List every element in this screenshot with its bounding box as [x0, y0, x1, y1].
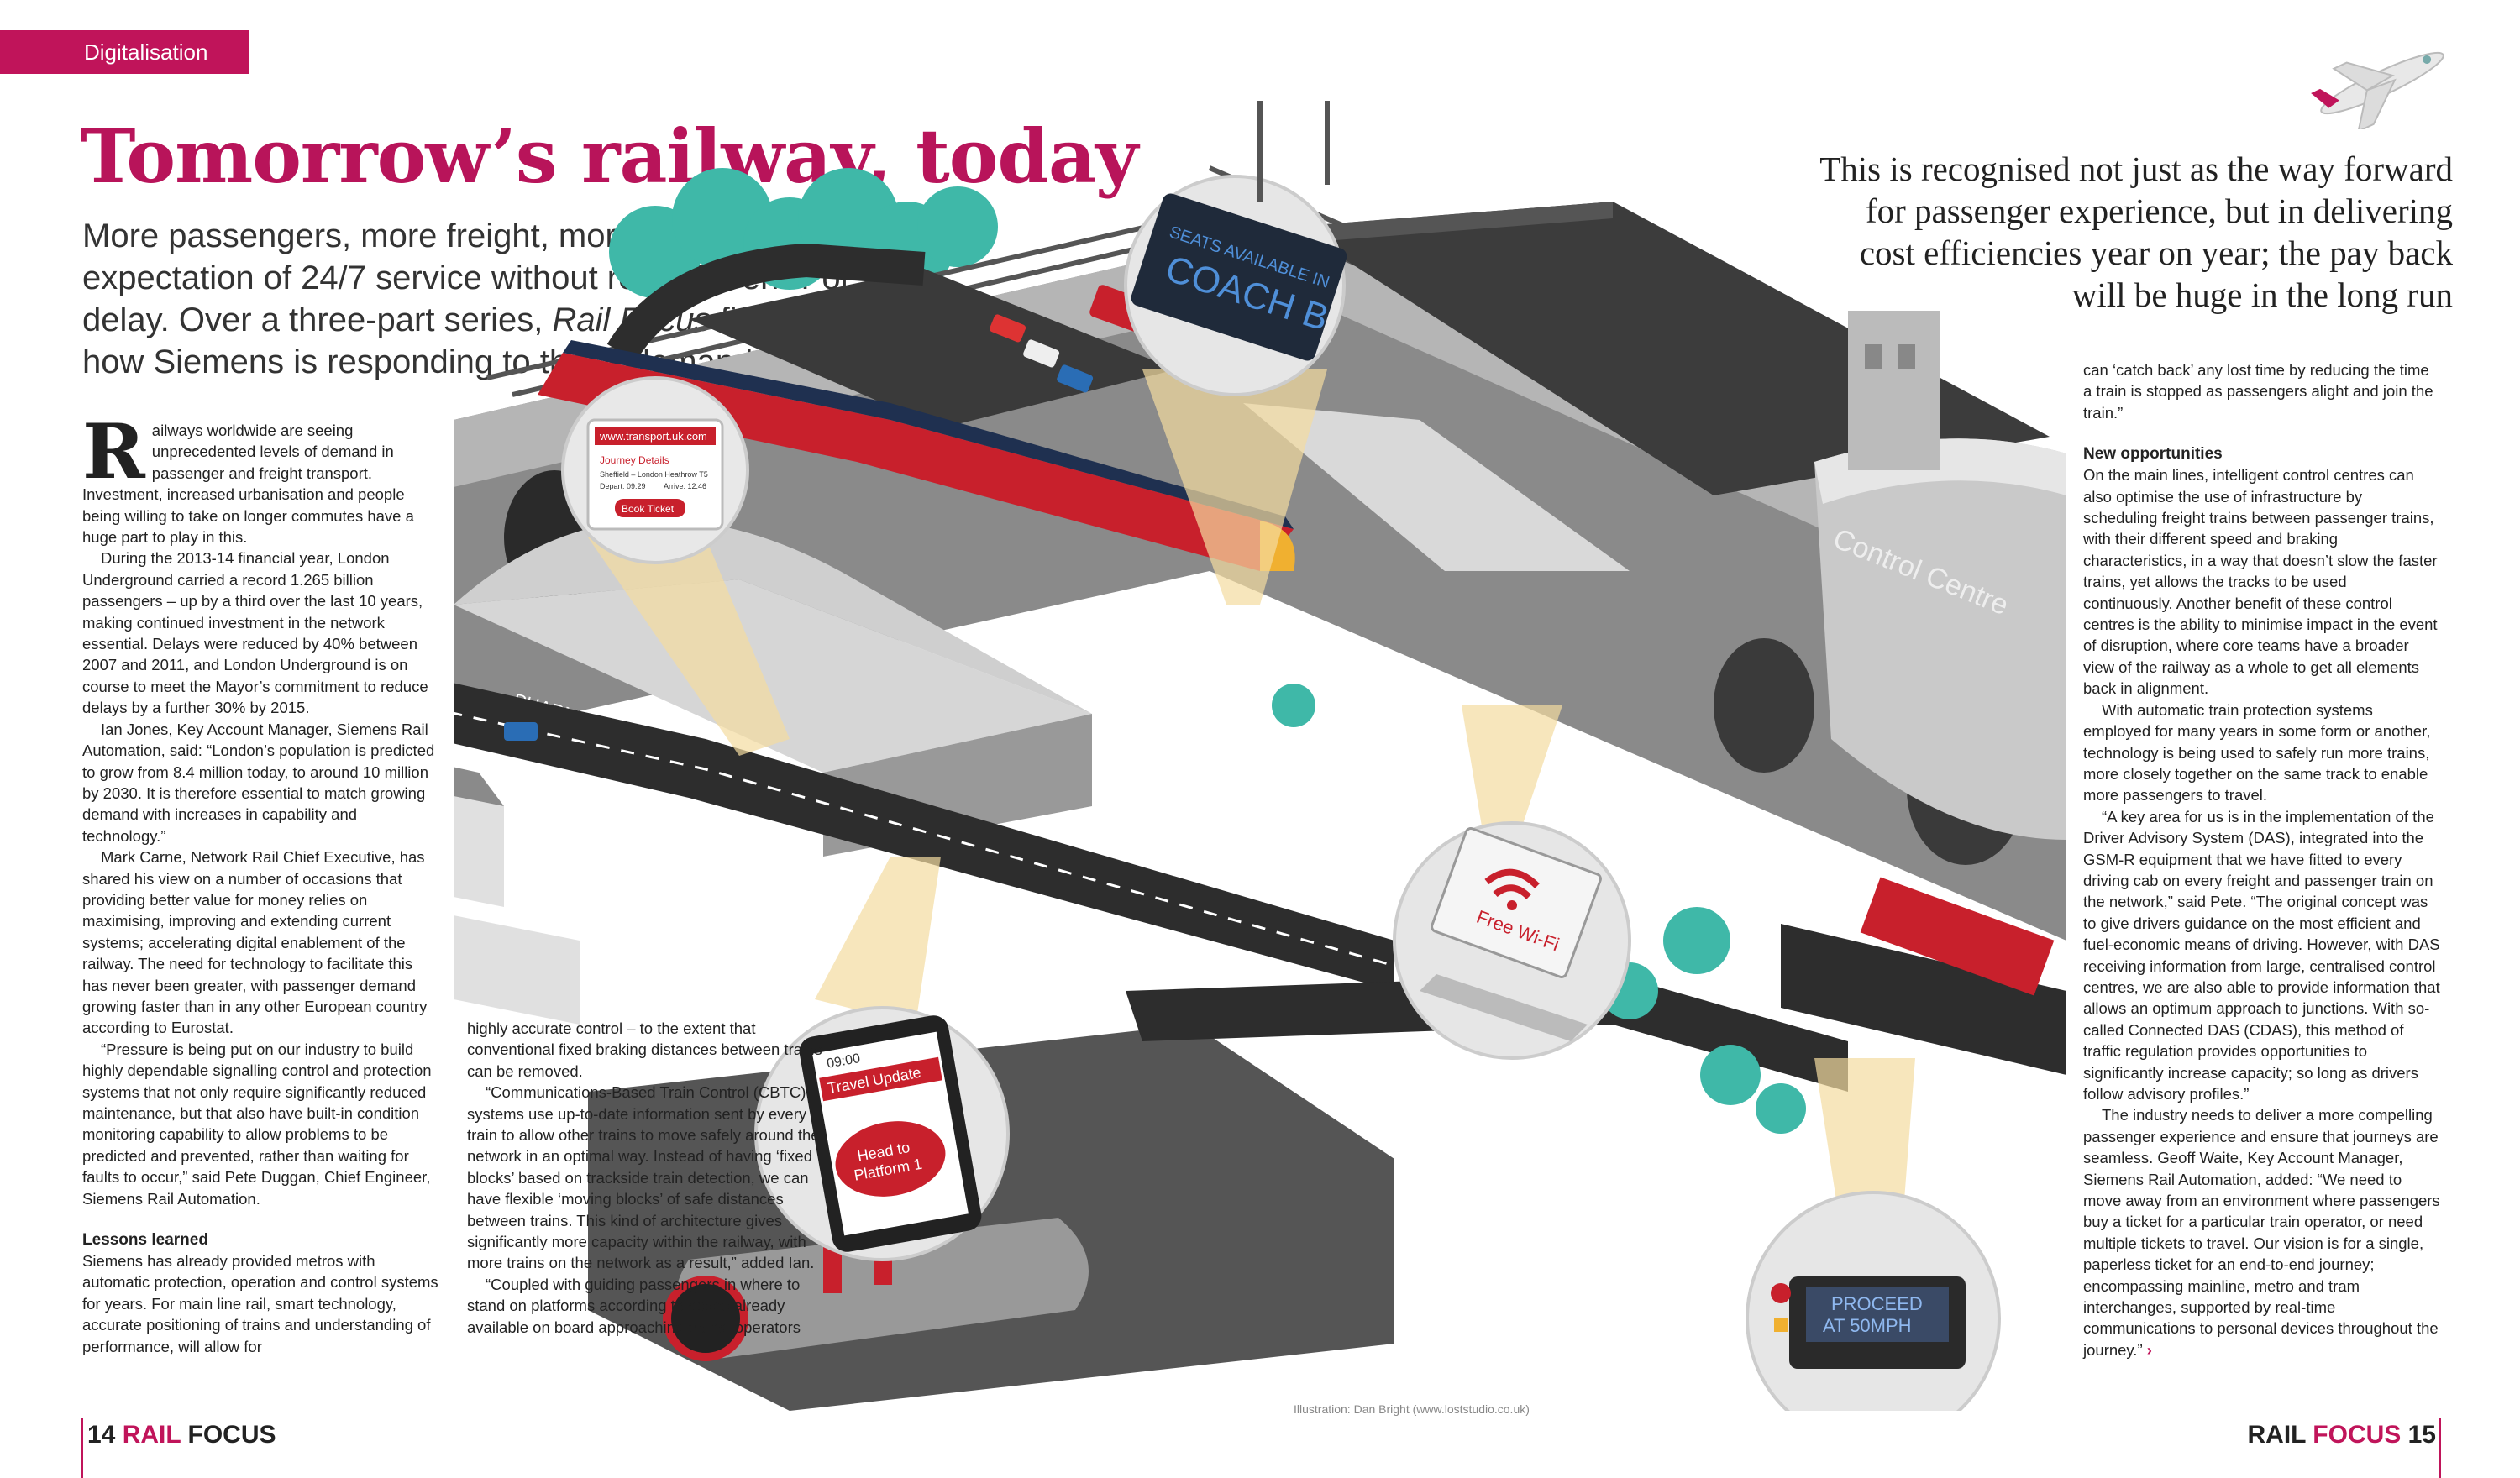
journey-route: Sheffield – London Heathrow T5 [600, 470, 708, 479]
end-mark-icon: › [2146, 1340, 2152, 1359]
drop-cap: R [82, 407, 145, 496]
das-line2: AT 50MPH [1823, 1315, 1912, 1336]
subheading-lessons-learned: Lessons learned [82, 1231, 208, 1250]
lower-road [1126, 877, 2066, 1092]
folio-left: 14 RAIL FOCUS [87, 1421, 276, 1449]
article-column-2: highly accurate control – to the extent … [467, 1018, 824, 1338]
paragraph: Siemens has already provided metros with… [82, 1252, 438, 1355]
paragraph: “Communications-Based Train Control (CBT… [467, 1083, 820, 1272]
paragraph: On the main lines, intelligent control c… [2083, 466, 2438, 698]
paragraph: can ‘catch back’ any lost time by reduci… [2083, 361, 2433, 422]
callout-das: PROCEED AT 50MPH [1746, 1058, 2001, 1446]
article-column-1: R ailways worldwide are seeing unprecede… [82, 407, 439, 1357]
das-line1: PROCEED [1831, 1293, 1923, 1314]
folio-rule-right [2439, 1418, 2441, 1478]
callout-website: www.transport.uk.com Journey Details She… [561, 376, 790, 756]
folio-rule-left [81, 1418, 83, 1478]
paragraph: “Coupled with guiding passengers in wher… [467, 1275, 801, 1336]
paragraph: “Pressure is being put on our industry t… [82, 1040, 432, 1208]
isometric-railway-illustration: Control Centre PHARMACY Groceries [251, 101, 2068, 1446]
paragraph: Ian Jones, Key Account Manager, Siemens … [82, 720, 435, 845]
paragraph: With automatic train protection systems … [2083, 700, 2431, 805]
subheading-new-opportunities: New opportunities [2083, 445, 2223, 464]
paragraph-text: The industry needs to deliver a more com… [2083, 1106, 2440, 1359]
folio-focus: FOCUS [2313, 1421, 2402, 1449]
page-number-left: 14 [87, 1421, 116, 1449]
journey-arrive: Arrive: 12.46 [664, 482, 706, 490]
page-title: Tomorrow’s railway, today [81, 113, 1138, 200]
journey-title: Journey Details [600, 454, 669, 466]
paragraph: “A key area for us is in the implementat… [2083, 807, 2440, 1103]
paragraph: The industry needs to deliver a more com… [2083, 1104, 2440, 1360]
pull-quote: This is recognised not just as the way f… [1819, 149, 2453, 314]
paragraph: During the 2013-14 financial year, Londo… [82, 549, 428, 717]
article-column-3: can ‘catch back’ any lost time by reduci… [2083, 359, 2440, 1360]
paragraph: Mark Carne, Network Rail Chief Executive… [82, 848, 428, 1037]
folio-rail: RAIL [2247, 1421, 2306, 1449]
airplane-icon [2307, 37, 2458, 134]
terraced-houses [252, 726, 580, 1025]
book-ticket-button: Book Ticket [622, 503, 675, 515]
control-centre-building: Control Centre [1814, 311, 2066, 840]
paragraph: ailways worldwide are seeing unprecedent… [82, 422, 414, 547]
callout-seat-sign: SEATS AVAILABLE IN COACH B [1124, 101, 1347, 605]
trees [1272, 684, 1806, 1134]
folio-rail: RAIL [122, 1421, 181, 1449]
folio-right: RAIL FOCUS 15 [2247, 1421, 2436, 1449]
phone-time: 09:00 [826, 1051, 861, 1072]
page-number-right: 15 [2407, 1421, 2436, 1449]
journey-depart: Depart: 09.29 [600, 482, 646, 490]
callout-wifi: Free Wi-Fi [1393, 705, 1631, 1060]
section-tag: Digitalisation [0, 30, 249, 74]
folio-focus: FOCUS [187, 1421, 276, 1449]
illustration-credit: Illustration: Dan Bright (www.loststudio… [1294, 1402, 1530, 1416]
paragraph: highly accurate control – to the extent … [467, 1019, 822, 1080]
callout-phone: 09:00 Travel Update Head to Platform 1 [754, 857, 1010, 1261]
website-url: www.transport.uk.com [599, 430, 707, 443]
